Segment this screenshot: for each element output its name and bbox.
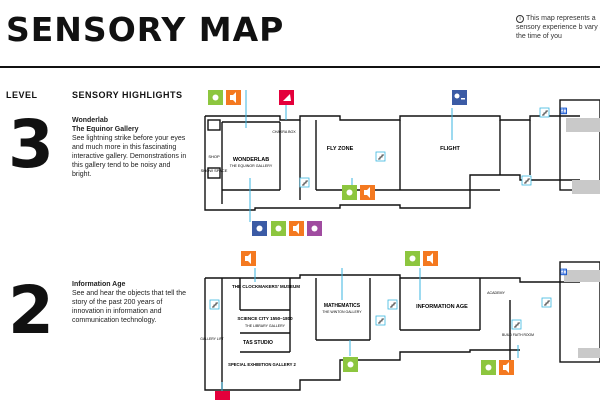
level-3-walls — [204, 99, 600, 211]
level-2-icons-special-exhibition — [215, 391, 230, 400]
lift-icon — [541, 297, 552, 308]
map-title: SENSORY MAP — [6, 10, 285, 49]
level-3-stair-block — [566, 118, 600, 132]
calm-area-icon — [452, 90, 467, 105]
level-2-floor-plan: THE CLOCKMAKERS' MUSEUM SCIENCE CITY 155… — [200, 251, 600, 400]
lift-icon — [539, 107, 550, 118]
level-2-highlight-text: See and hear the objects that tell the s… — [72, 290, 187, 324]
step-free-icon — [521, 175, 532, 186]
level-2-icons-mathematics — [343, 357, 358, 372]
room-mathematics-subtitle: THE WINTON GALLERY — [322, 310, 362, 314]
level-column-header: LEVEL — [6, 90, 38, 100]
room-gallery-lift: GALLERY LIFT — [200, 337, 223, 341]
level-2-icons-build-faith — [481, 360, 514, 375]
step-free-icon — [299, 177, 310, 188]
room-mathematics: MATHEMATICS — [324, 303, 361, 309]
room-wonderlab-subtitle: THE EQUINOR GALLERY — [230, 164, 273, 168]
room-show-space: SHOW SPACE — [201, 168, 228, 173]
level-2-connectors — [221, 268, 519, 392]
step-free-icon — [511, 319, 522, 330]
toilets-icon: 🚻 — [560, 268, 568, 276]
level-3-highlight-title: Wonderlab — [72, 117, 109, 124]
interactive-exhibit-icon — [375, 151, 386, 162]
room-flight: FLIGHT — [440, 146, 460, 152]
room-build-faith-room: BUILD FAITH ROOM — [502, 333, 534, 337]
level-3-icons-fly-zone — [342, 185, 375, 200]
room-academy: ACADEMY — [487, 291, 505, 295]
toilets-icon: 🚻 — [560, 107, 568, 115]
interactive-exhibit-icon — [375, 315, 386, 326]
room-special-exhibition: SPECIAL EXHIBITION GALLERY 2 — [228, 362, 296, 367]
room-wonderlab: WONDERLAB — [233, 157, 269, 163]
room-fly-zone: FLY ZONE — [327, 146, 354, 152]
room-tas-studio: TAS STUDIO — [243, 340, 273, 346]
level-3-connectors — [245, 90, 453, 222]
level-2-stair-block-2 — [578, 348, 600, 358]
room-science-city: SCIENCE CITY 1550–1800 — [237, 316, 293, 321]
level-3-highlight-subtitle: The Equinor Gallery — [72, 126, 139, 133]
level-2-icons-information-age — [405, 251, 438, 266]
highlights-column-header: SENSORY HIGHLIGHTS — [72, 90, 183, 100]
room-clockmakers-museum: THE CLOCKMAKERS' MUSEUM — [232, 284, 300, 289]
room-shop: SHOP — [208, 154, 220, 159]
level-2-description: Information Age See and hear the objects… — [72, 280, 190, 325]
smell-icon — [215, 391, 230, 400]
level-3-highlight-text: See lightning strike before your eyes an… — [72, 135, 187, 178]
room-dark-box: CHAKRA BOX — [272, 130, 296, 134]
level-2-walls — [204, 261, 600, 391]
level-3-description: Wonderlab The Equinor Gallery See lightn… — [72, 116, 190, 179]
level-3-stair-block-2 — [572, 180, 600, 194]
room-science-city-subtitle: THE LIBRARY GALLERY — [245, 324, 286, 328]
level-3-floor-plan: WONDERLAB THE EQUINOR GALLERY FLY ZONE F… — [201, 90, 600, 236]
level-2-number: 2 — [8, 272, 54, 349]
level-3-icons-top-left — [208, 90, 241, 105]
level-3-icon-flight — [452, 90, 467, 105]
level-2-icons-clockmakers — [241, 251, 256, 266]
level-3-number: 3 — [8, 106, 54, 183]
info-note-text: This map represents a sensory experience… — [516, 15, 600, 40]
step-free-icon — [387, 299, 398, 310]
step-free-icon — [209, 299, 220, 310]
level-2-stair-block — [564, 270, 600, 282]
room-information-age: INFORMATION AGE — [416, 304, 468, 310]
level-3-icon-dark-box — [279, 90, 294, 105]
level-3-icons-wonderlab — [252, 221, 322, 236]
level-2-highlight-title: Information Age — [72, 281, 126, 288]
header-divider — [0, 66, 600, 68]
